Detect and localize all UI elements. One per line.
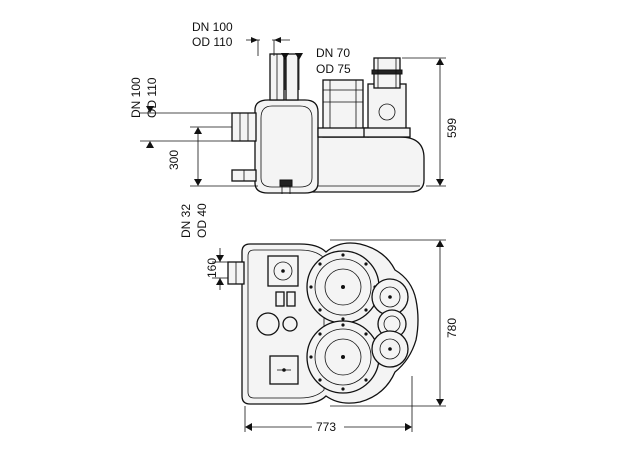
valve-flange-center	[377, 309, 407, 339]
inlet-offset-label: 160	[205, 258, 219, 278]
drain-dn-label: DN 32	[179, 204, 193, 238]
motor-flange-upper	[306, 250, 380, 324]
depth-label: 780	[445, 318, 459, 338]
vent-dn-label: DN 70	[316, 46, 350, 60]
inlet-top-od-label: OD 110	[192, 35, 233, 49]
side-inlet-pipe	[231, 112, 257, 142]
inlet-top-dn-label: DN 100	[192, 20, 233, 34]
side-view: DN 100 OD 110 DN 70 OD 75 DN 100 OD 110 …	[129, 20, 459, 238]
width-label: 773	[316, 420, 336, 434]
vent-od-label: OD 75	[316, 62, 351, 76]
front-housing	[254, 99, 319, 194]
overall-height-label: 599	[445, 118, 459, 138]
inlet-height-label: 300	[167, 150, 181, 170]
top-view: 160 780 773	[205, 239, 459, 434]
drain-od-label: OD 40	[195, 203, 209, 238]
inlet-side-dn-label: DN 100	[129, 77, 143, 118]
valve-flange-lower	[371, 330, 409, 368]
motor-flange-lower	[306, 320, 380, 394]
inlet-side-od-label: OD 110	[145, 77, 159, 118]
